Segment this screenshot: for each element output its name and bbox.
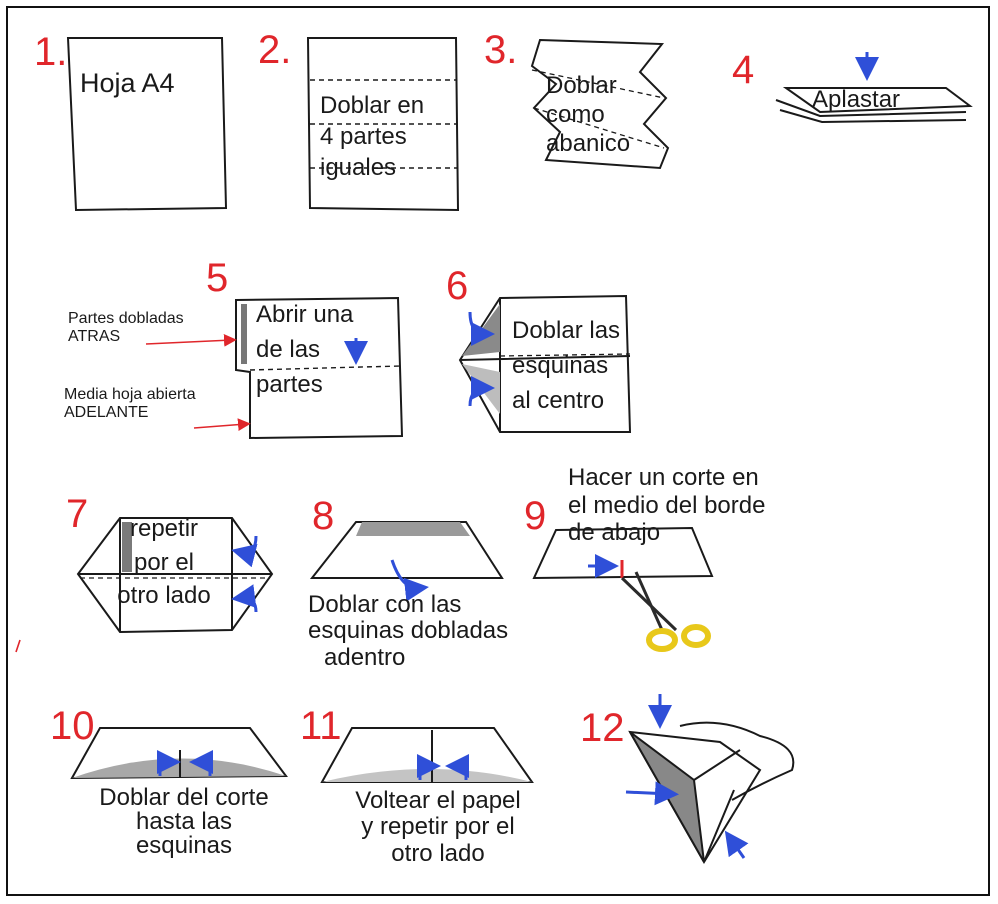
side-note-front-line-2: ADELANTE (64, 404, 149, 422)
step-9-line-1: Hacer un corte en (568, 464, 759, 491)
hand (679, 721, 795, 801)
step-3-line-1: Doblar (546, 72, 617, 99)
step-2-line-3: iguales (320, 154, 397, 182)
step-3-line-2: como (546, 100, 605, 128)
step-2-line-1: Doblar en (320, 92, 425, 119)
scissors-icon (620, 571, 678, 632)
step-number-1: 1. (34, 30, 68, 74)
step-7-line-3: otro lado (117, 582, 211, 610)
step-number-6: 6 (446, 264, 469, 308)
step-number-3: 3. (484, 28, 518, 72)
step-9-line-3: de abajo (568, 519, 661, 547)
step-11-line-1: Voltear el papel (355, 787, 521, 814)
a4-sheet (66, 37, 228, 212)
opened-part (235, 296, 404, 440)
step-8-line-3: adentro (324, 643, 406, 671)
fan-fold (530, 38, 670, 170)
step-6-line-3: al centro (512, 386, 605, 414)
side-note-back-line-1: Partes dobladas (68, 310, 184, 327)
flattened-stack (775, 87, 973, 124)
step-2-label: Doblar en 4 partes iguales (320, 90, 424, 184)
instruction-sheet (6, 6, 990, 896)
step-11-line-3: otro lado (391, 839, 485, 867)
step-4-label: Aplastar (812, 86, 901, 113)
step-3-label: Doblar como abanico (546, 72, 630, 158)
step-1-label: Hoja A4 (80, 68, 175, 98)
step-10-line-1: Doblar del corte (99, 784, 269, 811)
step-5-line-3: partes (256, 370, 323, 398)
step-8-line-2: esquinas dobladas (308, 617, 509, 645)
step-number-4: 4 (732, 48, 755, 92)
step-7-line-2: por el (133, 548, 195, 576)
step-7-label: repetir por el otro lado (104, 512, 224, 613)
step-number-11: 11 (300, 704, 342, 748)
side-note-front: Media hoja abierta ADELANTE (64, 386, 196, 423)
step-9-label: Hacer un corte en el medio del borde de … (568, 464, 765, 547)
step-6-line-2: esquinas (512, 351, 609, 379)
step-3-line-3: abanico (546, 129, 631, 157)
step-10-line-3: esquinas (135, 832, 233, 859)
step-7-line-1: repetir (129, 515, 199, 542)
step-number-7: 7 (66, 492, 89, 536)
step-5-line-1: Abrir una (256, 301, 354, 328)
step-10-label: Doblar del corte hasta las esquinas (64, 786, 304, 858)
step-5-line-2: de las (256, 335, 321, 363)
step-6-line-1: Doblar las (512, 317, 621, 344)
step-11-line-2: y repetir por el (361, 813, 515, 841)
side-note-front-line-1: Media hoja abierta (64, 386, 196, 403)
step-5-label: Abrir una de las partes (256, 298, 353, 402)
step-8-line-1: Doblar con las (308, 591, 462, 618)
step-2-line-2: 4 partes (320, 123, 407, 151)
folded-sheet-4-parts (306, 37, 460, 212)
step-number-9: 9 (524, 494, 547, 538)
step-number-10: 10 (50, 704, 95, 748)
step-8-label: Doblar con las esquinas dobladas adentro (308, 591, 509, 671)
side-note-back: Partes dobladas ATRAS (68, 310, 184, 347)
step-number-2: 2. (258, 28, 292, 72)
step-9-line-2: el medio del borde (568, 491, 766, 519)
step-number-12: 12 (580, 706, 625, 750)
step-11-label: Voltear el papel y repetir por el otro l… (318, 787, 558, 867)
side-note-back-line-2: ATRAS (68, 328, 121, 346)
step-number-8: 8 (312, 494, 335, 538)
step-number-5: 5 (206, 256, 229, 300)
step-10-line-2: hasta las (135, 808, 233, 835)
cut-shape (532, 526, 714, 580)
step-6-label: Doblar las esquinas al centro (512, 314, 620, 418)
